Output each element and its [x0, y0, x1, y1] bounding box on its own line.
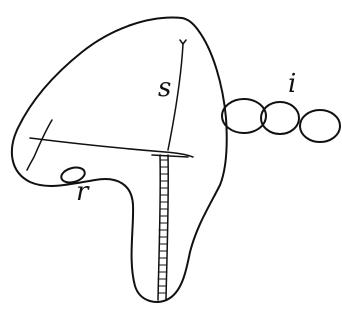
- label-i: i: [288, 69, 296, 99]
- body-outline: [12, 18, 227, 302]
- label-r: r: [76, 177, 90, 207]
- vertical-line-tip: [180, 40, 186, 44]
- inner-fold-line: [27, 120, 52, 170]
- label-s: s: [158, 73, 171, 103]
- oval-chain-i: [222, 99, 340, 142]
